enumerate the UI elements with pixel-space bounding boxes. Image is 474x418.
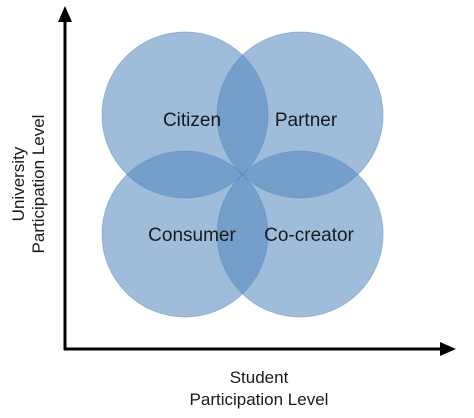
x-axis-arrow-icon: [440, 342, 456, 356]
label-citizen: Citizen: [163, 110, 221, 131]
label-co-creator: Co-creator: [264, 225, 354, 246]
label-consumer: Consumer: [148, 225, 236, 246]
y-axis-title: University Participation Level: [9, 115, 48, 254]
y-axis-title-line1: University: [9, 146, 28, 221]
y-axis-title-line2: Participation Level: [29, 115, 48, 254]
x-axis-title-line1: Student: [230, 368, 289, 387]
circle-co-creator: [216, 150, 384, 318]
y-axis-arrow-icon: [58, 6, 72, 22]
x-axis-title-line2: Participation Level: [190, 390, 329, 409]
label-partner: Partner: [275, 110, 338, 131]
